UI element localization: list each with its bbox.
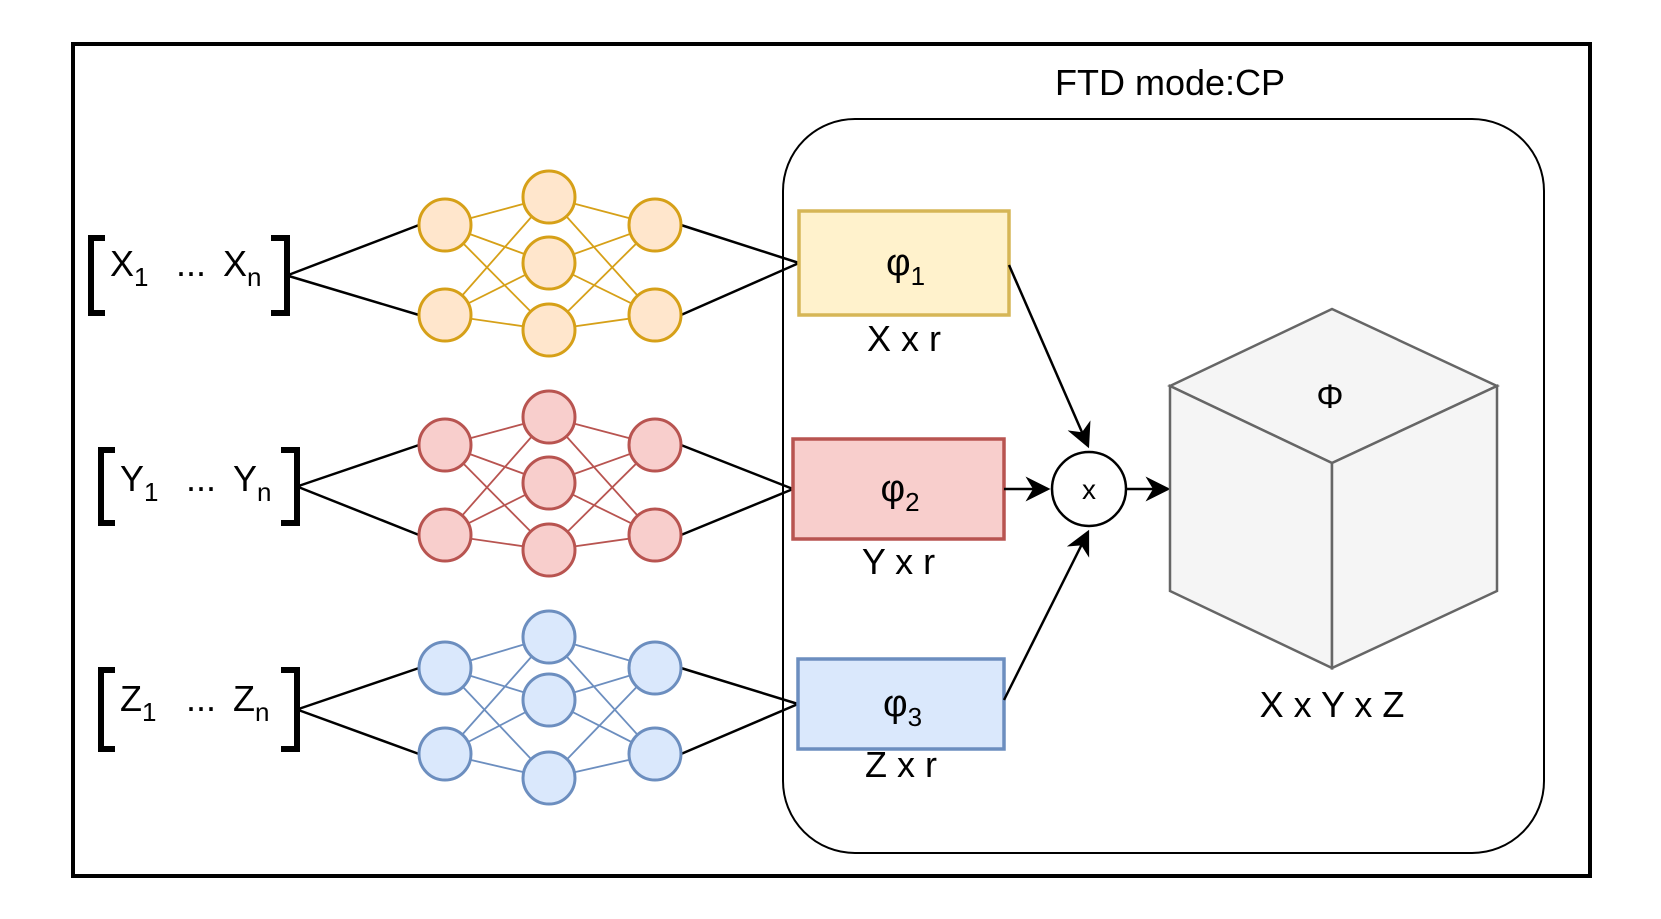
input-first-element: Y1 xyxy=(120,458,158,507)
tensor-cube: Φ xyxy=(1167,307,1500,670)
input-last-element: Yn xyxy=(233,458,271,507)
network-node xyxy=(417,507,473,563)
output-edge xyxy=(680,443,794,491)
tensor-dim-label: X x Y x Z xyxy=(1260,684,1405,725)
factor-label: φ3 xyxy=(883,683,922,732)
network-node xyxy=(627,507,683,563)
branch-x: X1... Xn φ1 X x r xyxy=(88,169,1011,359)
branches: X1... Xn φ1 X x r Y1... Yn φ2 Y x r Z1... Zn φ3 Z x… xyxy=(88,169,1011,806)
branch-z: Z1... Zn φ3 Z x r xyxy=(98,609,1006,806)
arrows-to-operator xyxy=(1002,264,1091,701)
network-node xyxy=(417,417,473,473)
network-node xyxy=(627,287,683,343)
input-first-element: X1 xyxy=(110,243,148,292)
arrow-phi1-to-operator xyxy=(1007,264,1091,449)
network-node xyxy=(521,672,577,728)
network-node xyxy=(417,726,473,782)
input-bracket-left xyxy=(88,235,105,316)
network-node xyxy=(417,197,473,253)
input-ellipsis: ... xyxy=(176,243,206,284)
output-edge xyxy=(680,223,800,265)
input-edge xyxy=(286,223,420,277)
ftd-mode-label: FTD mode:CP xyxy=(1055,62,1285,103)
input-ellipsis: ... xyxy=(186,458,216,499)
branch-y: Y1... Yn φ2 Y x r xyxy=(98,389,1006,582)
factor-box xyxy=(791,437,1006,541)
factor-box xyxy=(797,209,1011,317)
input-ellipsis: ... xyxy=(186,678,216,719)
network-node xyxy=(627,197,683,253)
network-node xyxy=(521,522,577,578)
network-node xyxy=(417,287,473,343)
tensor-symbol: Φ xyxy=(1316,378,1343,416)
network-node xyxy=(521,302,577,358)
input-first-element: Z1 xyxy=(120,678,156,727)
input-bracket-left xyxy=(98,447,115,526)
output-edge xyxy=(680,702,799,756)
operator-label: x xyxy=(1082,474,1096,505)
cube-right-face xyxy=(1330,384,1499,670)
factor-label: φ2 xyxy=(881,468,920,517)
output-edge xyxy=(680,666,799,706)
input-edge xyxy=(296,708,420,756)
network-node xyxy=(521,389,577,445)
network-node xyxy=(521,235,577,291)
output-edge xyxy=(680,261,800,317)
network-node xyxy=(417,640,473,696)
network-node xyxy=(627,726,683,782)
factor-label: φ1 xyxy=(886,242,925,291)
network-node xyxy=(521,169,577,225)
factor-dim-label: X x r xyxy=(867,318,941,359)
input-last-element: Xn xyxy=(223,243,261,292)
factor-dim-label: Y x r xyxy=(862,541,935,582)
factor-dim-label: Z x r xyxy=(865,744,937,785)
multiply-operator: x xyxy=(1050,450,1128,528)
input-edge xyxy=(286,274,420,317)
network-node xyxy=(521,609,577,665)
network-node xyxy=(627,417,683,473)
network-node xyxy=(521,455,577,511)
arrow-phi3-to-operator xyxy=(1002,529,1090,701)
input-bracket-left xyxy=(98,667,115,752)
input-edge xyxy=(296,666,420,711)
input-edge xyxy=(296,443,420,488)
output-edge xyxy=(680,487,794,537)
input-last-element: Zn xyxy=(233,678,269,727)
input-edge xyxy=(296,485,420,537)
factor-box xyxy=(796,657,1006,751)
network-node xyxy=(627,640,683,696)
network-node xyxy=(521,750,577,806)
